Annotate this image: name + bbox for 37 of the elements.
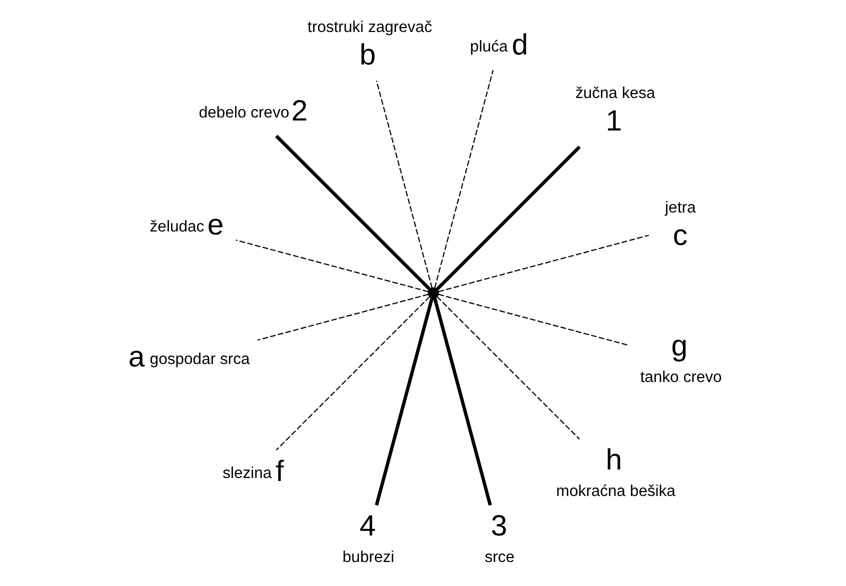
connector [256, 294, 428, 341]
connector [275, 296, 430, 450]
node-text: g [670, 329, 688, 362]
node-label: želudac [149, 218, 204, 236]
node-label: bubrezi [342, 549, 394, 566]
node-label: gospodar srca [149, 350, 250, 368]
node-text: b [358, 38, 376, 72]
connector [436, 296, 580, 440]
node-text: h [605, 444, 622, 477]
node-label: slezina [222, 465, 272, 482]
node-text: 3 [490, 510, 507, 543]
node-text: e [206, 208, 224, 242]
node-label: tanko crevo [640, 368, 722, 386]
connector [274, 134, 430, 290]
node-label: jetra [664, 200, 696, 217]
node-text: 4 [358, 510, 376, 543]
node-text: 2 [290, 94, 308, 128]
connector [438, 234, 648, 292]
connector [375, 80, 432, 288]
connector [438, 294, 628, 346]
node-circle [427, 287, 439, 299]
node-label: srce [484, 549, 514, 566]
node-text: 1 [605, 104, 622, 138]
node-label: pluća [470, 38, 508, 56]
connector [434, 70, 494, 288]
node-label: debelo crevo [198, 104, 289, 122]
node-label: žučna kesa [574, 85, 655, 102]
connector [432, 298, 492, 506]
connector [235, 240, 428, 292]
node-text: c [672, 218, 688, 252]
node-text: a [128, 340, 144, 374]
connector [435, 146, 580, 290]
node-label: trostruki zagrevač [307, 19, 432, 36]
node-text: d [511, 28, 528, 62]
connector [374, 298, 434, 506]
node-text: f [275, 455, 284, 488]
node-label: mokraćna bešika [556, 483, 675, 500]
